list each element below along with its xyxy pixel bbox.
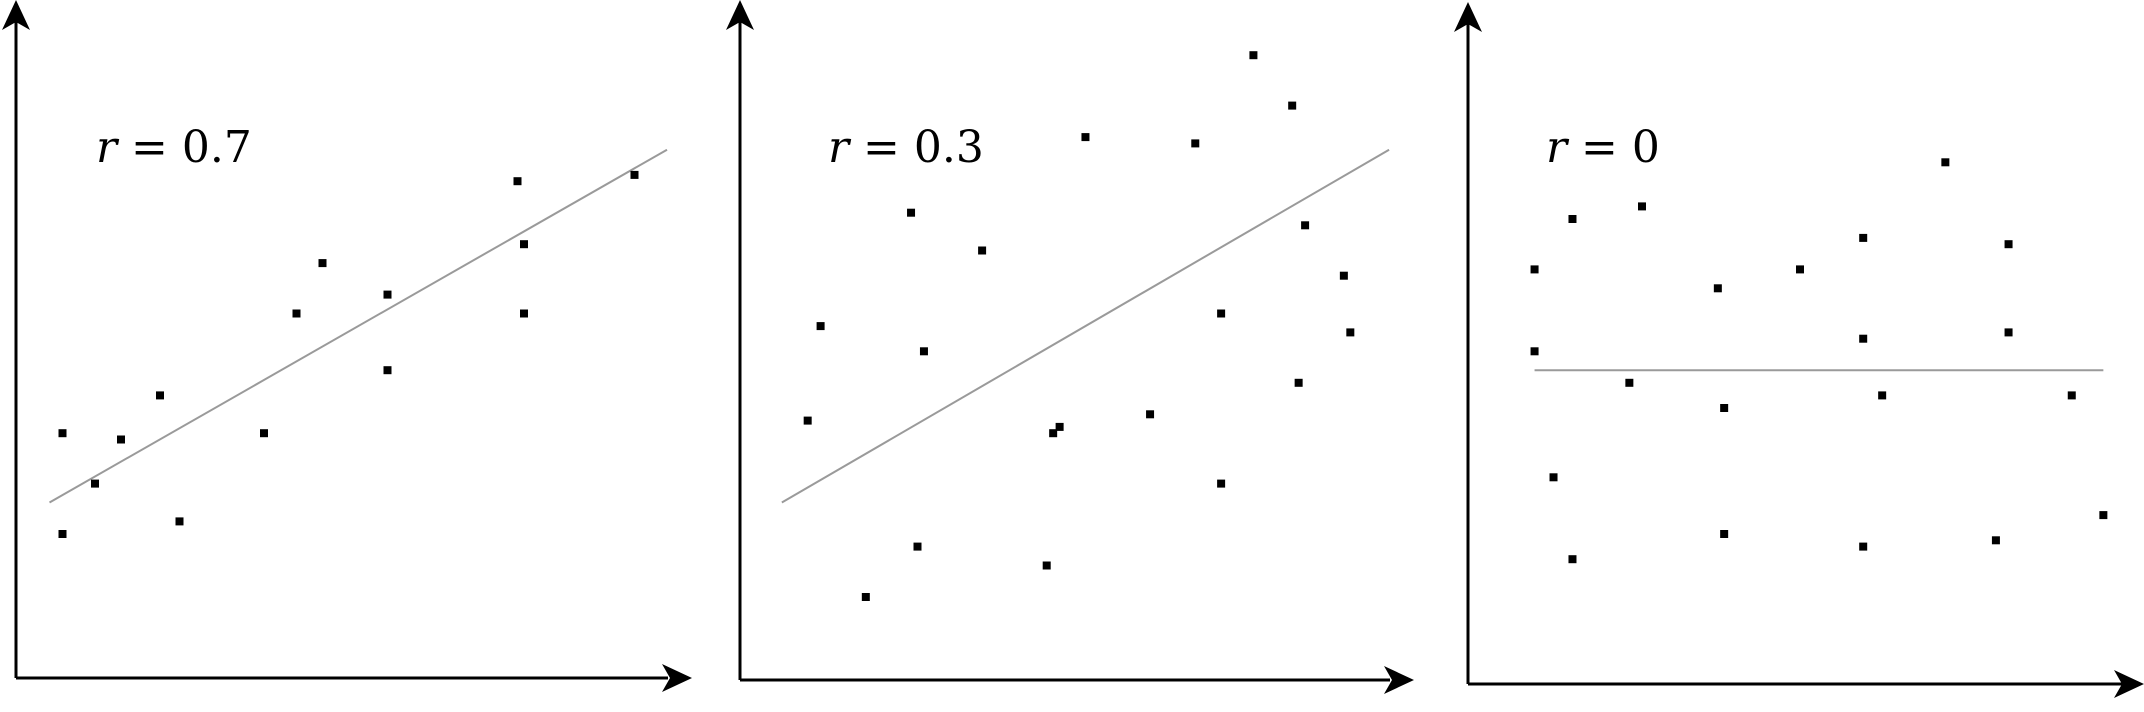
data-point-6 — [175, 517, 184, 526]
data-point-12 — [1191, 139, 1200, 148]
data-point-7 — [1625, 378, 1634, 387]
data-point-8 — [292, 309, 301, 318]
data-point-13 — [1859, 334, 1868, 343]
data-point-20 — [2067, 391, 2076, 400]
y-axis-arrow-icon — [2, 0, 30, 30]
data-point-16 — [1941, 158, 1950, 167]
data-point-14 — [1217, 479, 1226, 488]
scatter-panel-r-0-3: r = 0.3 — [726, 0, 1414, 694]
data-point-15 — [1249, 51, 1258, 60]
data-point-1 — [803, 416, 812, 425]
data-point-8 — [1049, 429, 1058, 438]
y-axis-arrow-icon — [1454, 2, 1482, 32]
data-point-15 — [1859, 542, 1868, 551]
data-point-3 — [907, 208, 916, 217]
data-point-10 — [383, 290, 392, 299]
trend-line — [49, 148, 668, 504]
data-point-21 — [2099, 511, 2108, 520]
data-point-9 — [318, 259, 327, 268]
data-point-5 — [919, 347, 928, 356]
data-point-19 — [1339, 271, 1348, 280]
data-point-11 — [1146, 410, 1155, 419]
data-point-2 — [816, 322, 825, 331]
data-point-9 — [1720, 404, 1729, 412]
data-point-10 — [1081, 133, 1090, 142]
data-point-18 — [2004, 328, 2013, 337]
data-point-21 — [1042, 561, 1051, 570]
data-point-8 — [1713, 284, 1722, 293]
data-point-1 — [1530, 265, 1539, 274]
data-point-14 — [1878, 391, 1887, 400]
data-point-11 — [383, 366, 392, 375]
trend-line — [781, 148, 1390, 504]
data-point-1 — [58, 429, 67, 438]
data-point-7 — [260, 429, 268, 438]
correlation-annotation: r = 0 — [1546, 122, 1660, 173]
data-point-3 — [1568, 215, 1577, 223]
data-point-3 — [91, 479, 99, 488]
data-point-7 — [861, 593, 870, 601]
data-point-12 — [1859, 233, 1868, 242]
data-point-14 — [520, 309, 528, 318]
data-point-19 — [1991, 536, 2000, 545]
data-point-17 — [2004, 240, 2013, 249]
points-group — [58, 170, 639, 538]
data-point-20 — [1346, 328, 1355, 337]
data-point-18 — [1301, 221, 1310, 230]
data-point-9 — [1055, 422, 1064, 431]
points-group — [1530, 158, 2108, 564]
points-group — [803, 51, 1355, 601]
data-point-10 — [1720, 530, 1729, 538]
data-point-17 — [1294, 378, 1303, 387]
data-point-4 — [117, 435, 125, 444]
data-point-15 — [630, 170, 639, 179]
x-axis-arrow-icon — [1384, 666, 1414, 694]
data-point-6 — [1568, 555, 1577, 564]
data-point-4 — [913, 542, 922, 551]
scatter-panel-r-0: r = 0 — [1454, 2, 2144, 698]
y-axis-arrow-icon — [726, 0, 754, 30]
data-point-13 — [520, 240, 528, 249]
x-axis-arrow-icon — [662, 664, 692, 692]
correlation-annotation: r = 0.7 — [96, 122, 252, 173]
data-point-2 — [1530, 347, 1539, 356]
data-point-5 — [156, 391, 164, 400]
scatter-panel-r-0-7: r = 0.7 — [2, 0, 692, 692]
data-point-4 — [1638, 202, 1646, 211]
data-point-16 — [1288, 101, 1297, 110]
data-point-12 — [513, 177, 522, 186]
data-point-5 — [1549, 473, 1558, 482]
x-axis-arrow-icon — [2114, 670, 2144, 698]
data-point-11 — [1796, 265, 1804, 274]
data-point-2 — [58, 530, 67, 538]
data-point-6 — [978, 246, 987, 255]
correlation-annotation: r = 0.3 — [828, 122, 984, 173]
data-point-13 — [1217, 309, 1226, 318]
